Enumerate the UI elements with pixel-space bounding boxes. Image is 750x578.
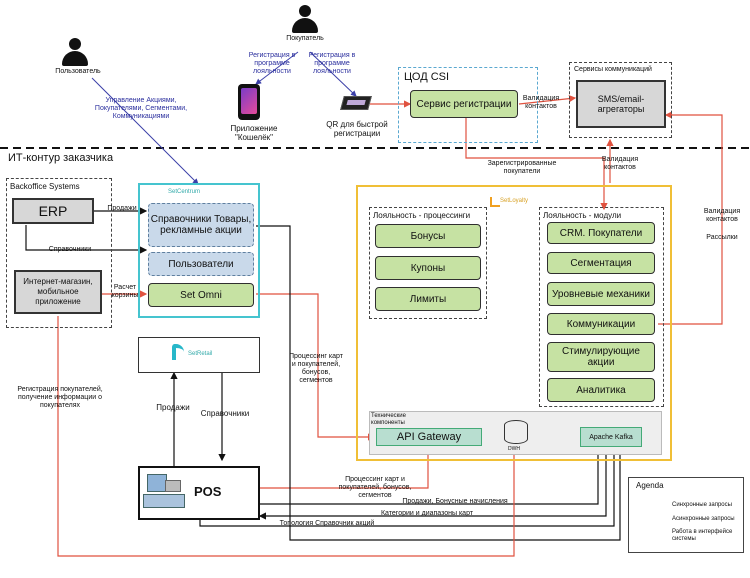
user-to-setcentrum-line: [91, 77, 199, 185]
loyalty-processes-frame: [369, 207, 487, 319]
contact-validation-annotation-2: Валидация контактов: [601, 156, 639, 171]
erp-box[interactable]: ERP: [12, 198, 94, 224]
legend-ui-label: Работа в интерфейсе системы: [672, 529, 733, 542]
setloyalty-logo-icon: [490, 197, 500, 207]
pos-terminal-icon: [143, 468, 187, 510]
buyer-label: Покупатель: [286, 35, 324, 42]
set-omni-box[interactable]: Set Omni: [148, 283, 254, 307]
mailings-annotation: Рассылки: [706, 234, 738, 241]
topology-annotation: Топология Справочник акций: [279, 520, 375, 527]
users-box[interactable]: Пользователи: [148, 252, 254, 276]
sales-annotation-2: Продажи: [156, 403, 190, 412]
contact-validation-annotation-3: Валидация контактов: [703, 208, 741, 223]
buyer-registration-annotation: Регистрация покупателей, получение инфор…: [17, 386, 103, 409]
tech-components-title: Технические компоненты: [371, 413, 406, 426]
module-levels-box[interactable]: Уровневые механики: [547, 282, 655, 306]
eshop-mobile-app-box[interactable]: Интернет-магазин, мобильное приложение: [14, 270, 102, 314]
setloyalty-frame: [356, 185, 672, 461]
csi-title: ЦОД CSI: [404, 71, 450, 83]
setretail-frame: [138, 337, 260, 373]
setretail-logo-text: SetRetail: [188, 351, 213, 357]
process-limits-box[interactable]: Лимиты: [375, 287, 481, 311]
setcentrum-logo-icon: SetCentrum: [168, 189, 201, 195]
refs-annotation-1: Справочники: [48, 246, 92, 253]
comm-services-title: Сервисы коммуникаций: [574, 66, 652, 73]
registered-buyers-annotation: Зарегистрированные покупатели: [487, 160, 557, 175]
dwh-label: DWH: [508, 446, 520, 452]
backoffice-title: Backoffice Systems: [10, 182, 80, 191]
user-label: Пользователь: [55, 68, 101, 75]
card-processing-annotation: Процессинг карт и покупателей, бонусов, …: [289, 353, 343, 384]
basket-calc-annotation: Расчет корзины: [111, 284, 139, 299]
qr-label: QR для быстрой регистрации: [326, 120, 388, 138]
process-coupons-box[interactable]: Купоны: [375, 256, 481, 280]
loyalty-processes-title: Лояльность - процессинги: [373, 211, 471, 220]
agenda-title: Agenda: [636, 481, 664, 490]
buyer-person-icon: [292, 5, 318, 33]
csi-datacenter-frame: [398, 67, 538, 143]
refs-goods-promos-box[interactable]: Справочники Товары, рекламные акции: [148, 203, 254, 247]
module-promos-box[interactable]: Стимулирующие акции: [547, 342, 655, 372]
database-icon: [502, 420, 530, 446]
registration-service-box[interactable]: Сервис регистрации: [410, 90, 518, 118]
agenda-legend: [628, 477, 744, 553]
pos-label: POS: [194, 484, 222, 499]
setretail-logo-icon: [172, 344, 184, 360]
it-contour-title: ИТ-контур заказчика: [8, 152, 114, 164]
wallet-app-label: Приложение "Кошелёк": [230, 124, 278, 142]
api-gateway-box[interactable]: API Gateway: [376, 428, 482, 446]
sms-email-aggregators-box[interactable]: SMS/email-агрегаторы: [576, 80, 666, 128]
module-segmentation-box[interactable]: Сегментация: [547, 252, 655, 274]
user-actions-annotation: Управление Акциями, Покупателями, Сегмен…: [94, 97, 188, 120]
module-communications-box[interactable]: Коммуникации: [547, 313, 655, 335]
refs-annotation-2: Справочники: [200, 409, 250, 418]
contact-validation-annotation-1: Валидация контактов: [522, 95, 560, 110]
reg-loyalty-annotation-2: Регистрация в программе лояльности: [308, 52, 356, 75]
sales-annotation-1: Продажи: [107, 205, 137, 212]
reg-loyalty-annotation-1: Регистрация в программе лояльности: [248, 52, 296, 75]
wallet-phone-icon: [238, 84, 260, 120]
module-analytics-box[interactable]: Аналитика: [547, 378, 655, 402]
process-bonuses-box[interactable]: Бонусы: [375, 224, 481, 248]
setloyalty-logo-text: SetLoyalty: [500, 198, 529, 204]
setcentrum-frame: [138, 183, 260, 318]
legend-sync-label: Синхронные запросы: [672, 502, 732, 508]
comm-services-frame: [569, 62, 672, 138]
sales-bonus-annotation: Продажи, Бонусные начисления: [402, 498, 508, 505]
user-person-icon: [62, 38, 88, 66]
pos-processing-annotation: Процессинг карт и покупателей, бонусов, …: [338, 476, 412, 499]
legend-async-label: Асинхронные запросы: [672, 516, 735, 522]
backoffice-frame: [6, 178, 112, 328]
qr-scanner-icon: [340, 96, 372, 110]
categories-ranges-annotation: Категории и диапазоны карт: [380, 510, 474, 517]
loyalty-modules-frame: [539, 207, 664, 407]
loyalty-modules-title: Лояльность - модули: [543, 211, 622, 220]
module-crm-box[interactable]: CRM. Покупатели: [547, 222, 655, 244]
apache-kafka-box[interactable]: Apache Kafka: [580, 427, 642, 447]
